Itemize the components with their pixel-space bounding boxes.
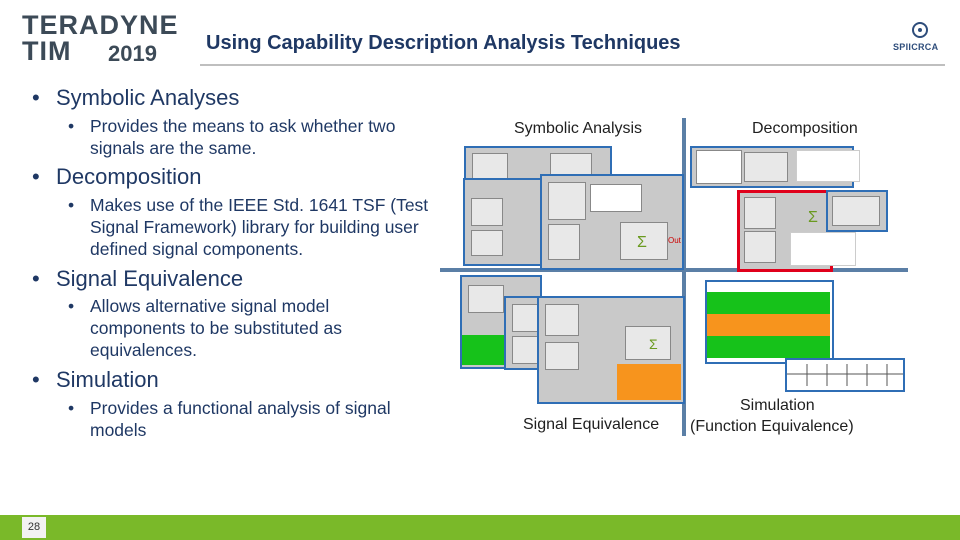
timing-grid-icon xyxy=(787,364,903,386)
sub-bullet-dot-icon: • xyxy=(68,195,75,215)
bullet-dot-icon: • xyxy=(32,266,40,291)
quadrant-label-simulation: Simulation xyxy=(740,397,815,414)
bullet-dot-icon: • xyxy=(32,164,40,189)
bullet-label: Simulation xyxy=(56,367,159,392)
logo-line1: TERADYNE xyxy=(22,10,179,40)
sub-bullet-dot-icon: • xyxy=(68,116,75,136)
page-number: 28 xyxy=(22,517,46,538)
partner-logo: SPIICRCA xyxy=(893,20,949,64)
decomposition-waveform xyxy=(796,150,860,182)
sum-glyph: Σ xyxy=(808,209,818,226)
quadrant-label-symbolic: Symbolic Analysis xyxy=(514,120,643,137)
bullet-dot-icon: • xyxy=(32,85,40,110)
header-rule xyxy=(200,64,945,66)
bullet-label: Decomposition xyxy=(56,164,202,189)
bullet-dot-icon: • xyxy=(32,367,40,392)
bullet-decomposition: • Decomposition xyxy=(32,164,202,190)
equivalence-orange-waveform xyxy=(617,364,681,400)
footer-bar: 28 xyxy=(0,515,960,540)
sub-bullet-text: Makes use of the IEEE Std. 1641 TSF (Tes… xyxy=(90,195,429,259)
sub-bullet-dot-icon: • xyxy=(68,296,75,316)
decomposition-diagram-highlight: Σ xyxy=(737,190,833,272)
sub-bullet-symbolic: • Provides the means to ask whether two … xyxy=(68,115,448,159)
quadrant-horizontal-divider xyxy=(440,268,908,272)
decomposition-diagram-side xyxy=(826,190,888,232)
decomposition-waveform-2 xyxy=(790,232,856,266)
slide-title: Using Capability Description Analysis Te… xyxy=(206,32,681,54)
sum-glyph: Σ xyxy=(637,234,647,251)
quadrant-label-function-equivalence: (Function Equivalence) xyxy=(690,418,854,435)
symbolic-diagram-mid xyxy=(463,178,547,266)
sub-bullet-dot-icon: • xyxy=(68,398,75,418)
sub-bullet-decomposition: • Makes use of the IEEE Std. 1641 TSF (T… xyxy=(68,194,458,260)
sub-bullet-text: Provides the means to ask whether two si… xyxy=(90,116,396,158)
equivalence-diagram-front: Σ xyxy=(537,296,685,404)
symbolic-diagram-front: Σ Out xyxy=(540,174,684,270)
logo-line2: TIM xyxy=(22,36,72,66)
quadrant-label-signal-equivalence: Signal Equivalence xyxy=(523,416,660,433)
partner-logo-mark-icon xyxy=(912,22,928,38)
bullet-symbolic-analyses: • Symbolic Analyses xyxy=(32,85,239,111)
bullet-label: Symbolic Analyses xyxy=(56,85,240,110)
simulation-green-waveform xyxy=(707,292,830,314)
logo-year: 2019 xyxy=(108,41,157,66)
quadrant-vertical-divider xyxy=(682,118,686,436)
sub-bullet-text: Provides a functional analysis of signal… xyxy=(90,398,391,440)
out-port-label: Out xyxy=(668,236,681,245)
simulation-timing-panel xyxy=(785,358,905,392)
sub-bullet-text: Allows alternative signal model componen… xyxy=(90,296,342,360)
simulation-green-waveform-2 xyxy=(707,336,830,358)
simulation-waveform-panel xyxy=(705,280,834,364)
teradyne-tim-logo: TERADYNE TIM 2019 xyxy=(22,10,178,66)
bullet-simulation: • Simulation xyxy=(32,367,159,393)
partner-logo-text: SPIICRCA xyxy=(893,42,939,52)
simulation-orange-waveform xyxy=(707,314,830,336)
bullet-signal-equivalence: • Signal Equivalence xyxy=(32,266,243,292)
sum-glyph: Σ xyxy=(649,336,658,352)
quadrant-label-decomposition: Decomposition xyxy=(752,120,858,137)
sub-bullet-signal-equivalence: • Allows alternative signal model compon… xyxy=(68,295,398,361)
bullet-label: Signal Equivalence xyxy=(56,266,244,291)
sub-bullet-simulation: • Provides a functional analysis of sign… xyxy=(68,397,448,441)
